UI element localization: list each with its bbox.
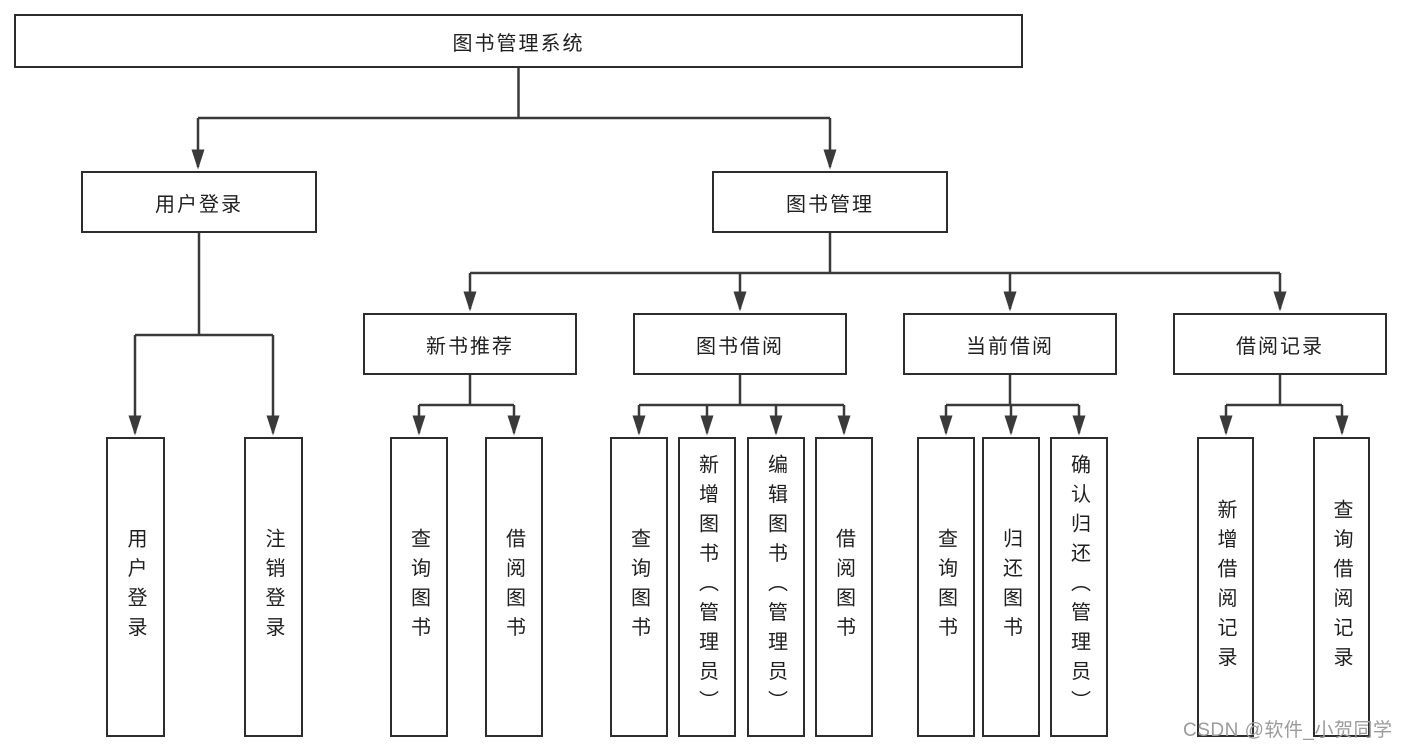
node-current-borrow: 当前借阅 xyxy=(903,313,1117,375)
leaf-user-login: 用户登录 xyxy=(106,437,165,737)
leaf-query-books-current: 查询图书 xyxy=(917,437,975,737)
node-book-borrow: 图书借阅 xyxy=(633,313,847,375)
leaf-add-book-admin: 新增图书（管理员） xyxy=(678,437,736,737)
leaf-borrow-books-recommend: 借阅图书 xyxy=(485,437,543,737)
node-book-management: 图书管理 xyxy=(712,171,948,233)
node-user-login: 用户登录 xyxy=(81,171,317,233)
node-root-system: 图书管理系统 xyxy=(14,14,1023,68)
node-new-book-recommend: 新书推荐 xyxy=(363,313,577,375)
leaf-borrow-book: 借阅图书 xyxy=(815,437,873,737)
leaf-query-borrow-record: 查询借阅记录 xyxy=(1313,437,1370,737)
leaf-query-books-borrow: 查询图书 xyxy=(610,437,668,737)
leaf-query-books-recommend: 查询图书 xyxy=(390,437,448,737)
leaf-logout: 注销登录 xyxy=(244,437,303,737)
node-borrow-records: 借阅记录 xyxy=(1173,313,1387,375)
leaf-edit-book-admin: 编辑图书（管理员） xyxy=(747,437,805,737)
csdn-watermark: CSDN @软件_小贺同学 xyxy=(1183,720,1393,741)
leaf-confirm-return-admin: 确认归还（管理员） xyxy=(1050,437,1108,737)
leaf-add-borrow-record: 新增借阅记录 xyxy=(1197,437,1254,737)
leaf-return-book: 归还图书 xyxy=(982,437,1040,737)
